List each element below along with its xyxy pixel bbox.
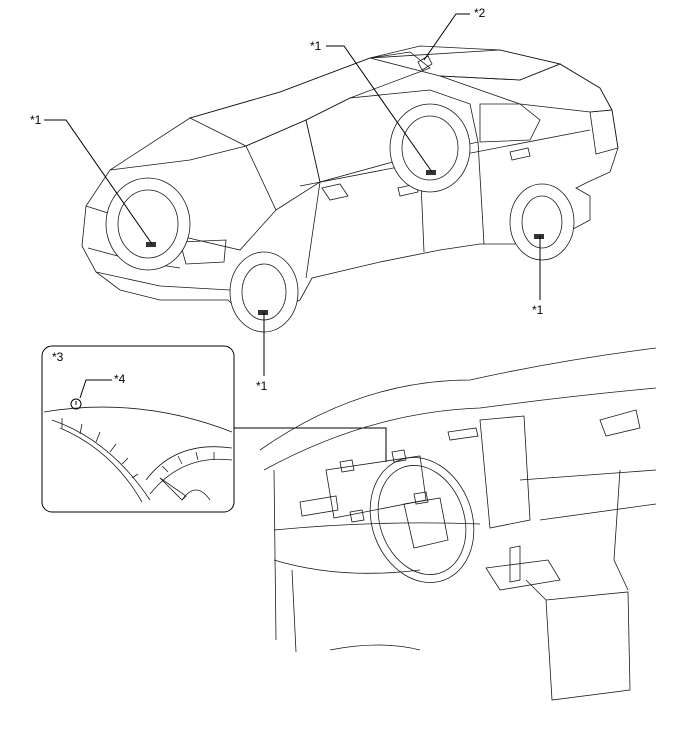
callout-1-rear-right: *1 [532,303,544,317]
car-illustration [81,45,619,333]
sensor-marker-front-right [258,310,268,315]
callout-1-rear-left: *1 [310,39,322,53]
dashboard-illustration [259,347,657,701]
callout-2-antenna: *2 [474,6,486,20]
sensor-marker-rear-left [426,170,436,175]
callout-3-inset: *3 [52,350,64,364]
callout-leaders [44,13,541,462]
callout-1-front-left: *1 [30,113,42,127]
tire-pressure-warning-icon [70,398,82,410]
sensor-marker-front-left [146,242,156,247]
callout-1-front-right: *1 [256,379,268,393]
callout-4-warning-light: *4 [114,372,126,386]
sensor-marker-rear-right [534,234,544,239]
inset-box: *3 *4 [41,345,235,513]
